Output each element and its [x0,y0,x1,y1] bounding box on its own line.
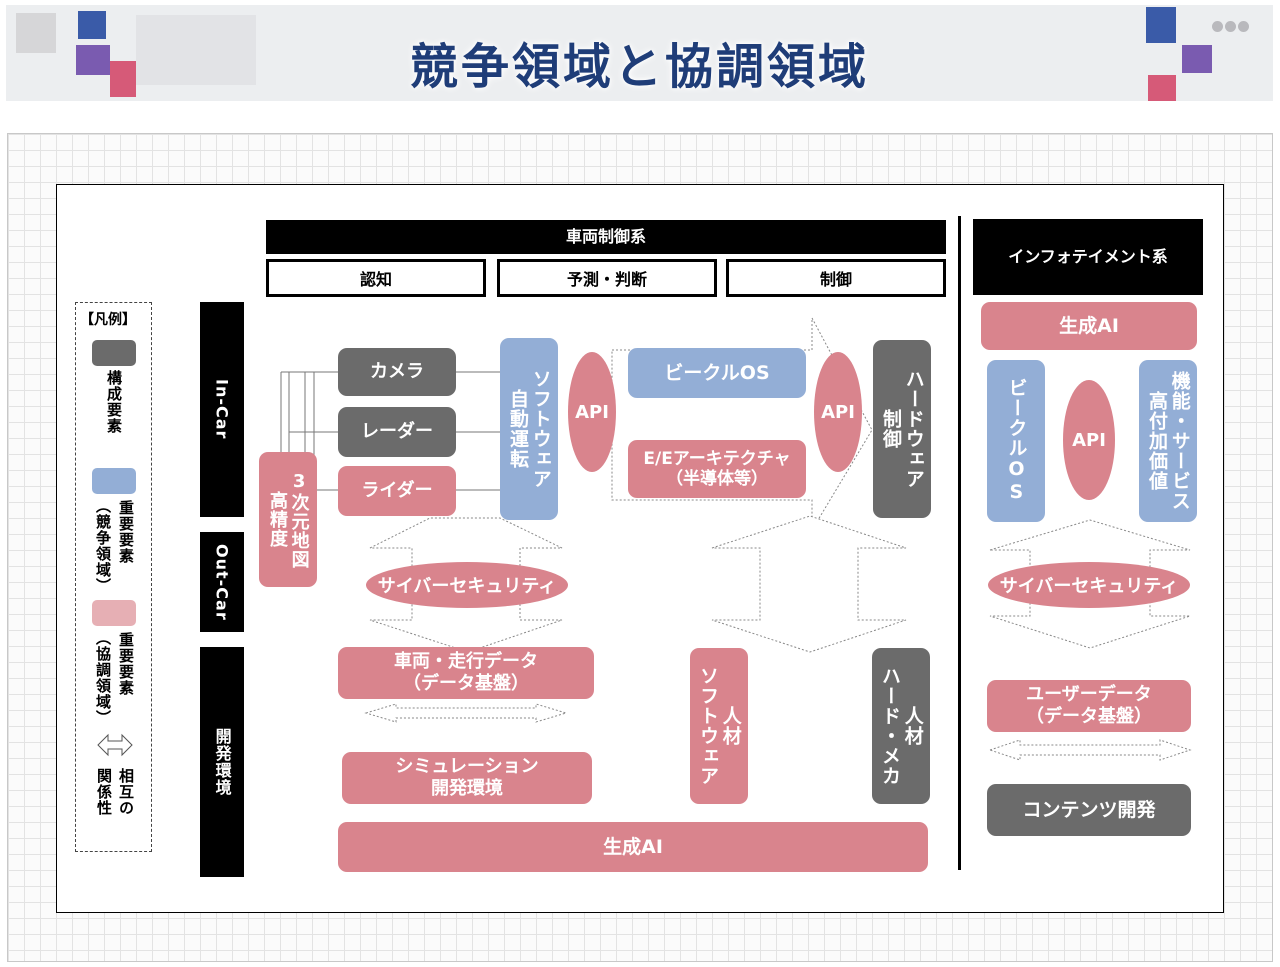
legend-cooperative-sub: （協調領域） [94,630,112,726]
banner-decoration [16,13,56,53]
hardware-talent-label-a: ハード・メカ [879,666,901,786]
banner-dots [1212,17,1262,32]
info-generative-ai-box: 生成AI [981,302,1197,350]
section-divider [958,216,961,870]
software-talent-box: ソフトウェア人材 [690,648,748,804]
row-label-out-car-text: Out-Car [212,543,232,621]
legend-title: 【凡例】 [80,312,136,328]
generative-ai-box: 生成AI [338,822,928,872]
ee-architecture-label-a: E/Eアーキテクチャ [643,448,791,469]
row-label-in-car-text: In-Car [212,379,232,440]
banner-decoration [110,61,136,97]
control-hardware-label-b: ハードウェア [902,369,925,489]
legend [75,302,152,852]
api-ellipse-1: API [568,352,616,472]
cybersecurity-ellipse: サイバーセキュリティ [366,562,568,608]
legend-swatch-cooperative [92,600,136,626]
value-added-service-label-b: 機能・サービス [1168,371,1191,511]
info-vehicle-os-box: ビークルOS [987,360,1045,522]
simulation-box: シミュレーション開発環境 [342,752,592,804]
autodrive-software-box: 自動運転ソフトウェア [500,338,558,520]
hardware-talent-box: ハード・メカ人材 [872,648,930,804]
banner-decoration [76,45,110,75]
title-banner: 競争領域と協調領域 [6,5,1273,101]
software-talent-label-a: ソフトウェア [697,666,719,786]
banner-decoration [1148,75,1176,101]
info-vehicle-os-label: ビークルOS [1005,378,1028,504]
content-development-box: コンテンツ開発 [987,784,1191,836]
banner-decoration [1146,7,1176,43]
hd-map-label-a: 高精度 [267,491,288,548]
page-title: 競争領域と協調領域 [409,39,869,95]
lidar-box: ライダー [338,466,456,516]
control-hardware-label-a: 制御 [880,409,902,449]
simulation-label-b: 開発環境 [431,778,503,799]
legend-competitive-sub: （競争領域） [94,498,112,594]
header-recognition: 認知 [266,259,486,297]
simulation-label-a: シミュレーション [395,756,539,778]
header-infotainment: インフォテイメント系 [973,219,1203,295]
value-added-service-label-a: 高付加価値 [1146,391,1168,491]
hardware-talent-label-b: 人材 [901,706,924,746]
vehicle-os-box: ビークルOS [628,348,806,398]
legend-swatch-component [92,340,136,366]
ee-architecture-box: E/Eアーキテクチャ（半導体等） [628,440,806,498]
legend-mutual-label-2: 関係性 [95,768,113,816]
header-control: 制御 [726,259,946,297]
header-vehicle-control: 車両制御系 [266,220,946,254]
control-hardware-box: 制御ハードウェア [873,340,931,518]
ee-architecture-label-b: （半導体等） [666,469,768,489]
user-data-label-a: ユーザーデータ [1026,684,1152,706]
software-talent-label-b: 人材 [719,706,742,746]
row-label-out-car: Out-Car [200,532,244,632]
autodrive-software-label-b: ソフトウェア [529,369,552,489]
hd-map-label-b: 3次元地図 [288,470,310,569]
vehicle-data-box: 車両・走行データ（データ基盤） [338,647,594,699]
legend-mutual-label-1: 相互の [117,768,135,816]
user-data-label-b: （データ基盤） [1026,706,1152,727]
info-api-ellipse: API [1063,380,1115,500]
vehicle-data-label-a: 車両・走行データ [394,651,538,673]
row-label-dev-env-text: 開発環境 [212,728,232,796]
radar-box: レーダー [338,407,456,457]
camera-box: カメラ [338,348,456,396]
banner-decoration [78,11,106,39]
legend-swatch-competitive [92,468,136,494]
user-data-box: ユーザーデータ（データ基盤） [987,680,1191,732]
banner-decoration [1182,45,1212,73]
api-ellipse-2: API [814,352,862,472]
legend-competitive-label: 重要要素 [117,500,135,564]
legend-cooperative-label: 重要要素 [117,632,135,696]
autodrive-software-label-a: 自動運転 [507,389,529,469]
info-cybersecurity-ellipse: サイバーセキュリティ [988,562,1190,608]
header-prediction: 予測・判断 [497,259,717,297]
vehicle-data-label-b: （データ基盤） [403,673,529,694]
row-label-in-car: In-Car [200,302,244,517]
value-added-service-box: 高付加価値機能・サービス [1139,360,1197,522]
row-label-dev-env: 開発環境 [200,647,244,877]
banner-decoration [136,15,256,85]
legend-component-label: 構成要素 [105,370,123,434]
